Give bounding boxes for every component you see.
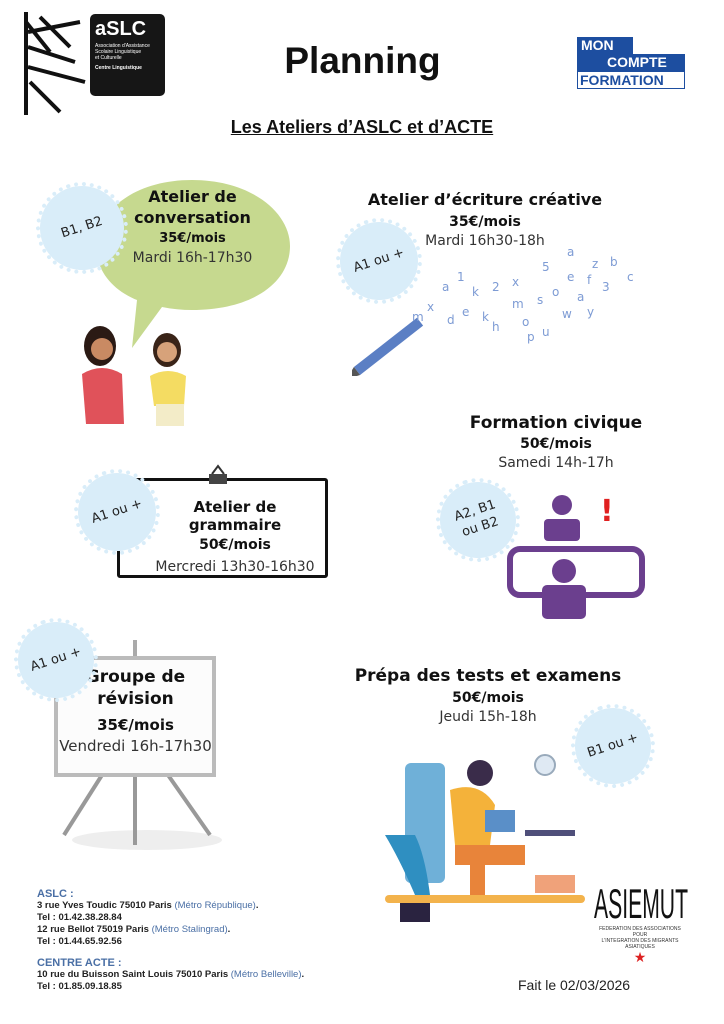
binder-clip-icon — [209, 464, 227, 484]
address: 12 rue Bellot 75019 Paris — [37, 924, 149, 935]
svg-text:h: h — [492, 320, 500, 334]
workshop-schedule: Vendredi 16h-17h30 — [59, 737, 212, 755]
svg-text:m: m — [512, 297, 524, 311]
bamboo-icon — [24, 12, 86, 115]
workshop-price: 35€/mois — [97, 716, 174, 734]
svg-text:a: a — [577, 290, 584, 304]
svg-text:d: d — [447, 313, 455, 327]
workshop-schedule: Mardi 16h-17h30 — [132, 250, 253, 266]
page-title: Planning — [284, 40, 441, 81]
document-date: Fait le 02/03/2026 — [518, 977, 631, 993]
svg-text:!: ! — [600, 494, 614, 529]
asiemut-logo-text: ASIEMUT — [594, 880, 688, 924]
workshop-price: 50€/mois — [520, 436, 592, 452]
svg-text:s: s — [537, 293, 543, 307]
women-talking-illustration — [82, 326, 186, 426]
phone: Tel : 01.44.65.92.56 — [37, 936, 122, 947]
mon-compte-formation-logo: MON COMPTE FORMATION — [577, 37, 685, 91]
level-line: ou B2 — [460, 514, 501, 541]
svg-text:k: k — [472, 285, 479, 299]
aslc-logo-line: Association d'Assistance — [95, 43, 150, 49]
workshop-title: Atelier de grammaire — [188, 498, 282, 534]
svg-text:z: z — [592, 257, 598, 271]
workshop-schedule: Jeudi 15h-18h — [439, 709, 537, 725]
metro: (Métro République) — [174, 900, 256, 911]
easel-illustration — [54, 640, 222, 850]
svg-text:k: k — [482, 310, 489, 324]
svg-text:b: b — [610, 255, 618, 269]
aslc-logo-line: et Culturelle — [95, 55, 122, 61]
aslc-logo-line: Scolaire Linguistique — [95, 49, 142, 55]
workshop-title: Atelier de — [148, 187, 237, 206]
asiemut-logo: FEDERATION DES ASSOCIATIONS POUR L'INTEG… — [585, 926, 695, 964]
svg-text:a: a — [442, 280, 449, 294]
svg-text:5: 5 — [542, 260, 550, 274]
phone: Tel : 01.42.38.28.84 — [37, 912, 122, 923]
svg-text:x: x — [512, 275, 519, 289]
svg-text:3: 3 — [602, 280, 610, 294]
contact-block: ASLC : 3 rue Yves Toudic 75010 Paris (Mé… — [37, 888, 397, 993]
asiemut-line: ASIATIQUES — [625, 944, 655, 950]
asiemut-logo-mark: ASIEMUT — [594, 880, 688, 924]
workshop-schedule: Samedi 14h-17h — [498, 455, 614, 471]
svg-text:o: o — [522, 315, 529, 329]
svg-text:e: e — [567, 270, 574, 284]
workshop-title: Groupe de — [85, 667, 186, 687]
workshop-price: 50€/mois — [199, 537, 271, 553]
svg-text:a: a — [567, 246, 574, 259]
exam-interview-icon: ! — [507, 494, 645, 619]
level-line: A2, B1 — [452, 497, 498, 525]
workshop-title: Prépa des tests et examens — [354, 666, 622, 686]
svg-text:u: u — [542, 325, 550, 339]
svg-text:p: p — [527, 330, 535, 344]
svg-text:2: 2 — [492, 280, 500, 294]
svg-text:c: c — [627, 270, 634, 284]
workshop-price: 35€/mois — [449, 214, 521, 230]
mcf-line: COMPTE — [577, 54, 685, 71]
aslc-logo-line: Centre Linguistique — [95, 65, 142, 71]
svg-text:y: y — [587, 305, 594, 319]
contact-heading: CENTRE ACTE : — [37, 957, 122, 969]
workshop-title: Atelier d’écriture créative — [367, 190, 603, 209]
svg-text:w: w — [562, 307, 572, 321]
svg-text:m: m — [412, 310, 424, 324]
workshop-schedule: Mercredi 13h30-16h30 — [155, 559, 315, 575]
asiemut-line: L'INTEGRATION DES MIGRANTS — [601, 938, 679, 944]
mcf-line: MON — [577, 37, 633, 54]
svg-text:o: o — [552, 285, 559, 299]
contact-heading: ASLC : — [37, 888, 74, 900]
svg-text:1: 1 — [457, 270, 465, 284]
metro: (Métro Stalingrad) — [151, 924, 228, 935]
asiemut-line: POUR — [632, 932, 648, 938]
workshop-title: conversation — [134, 208, 251, 227]
metro: (Métro Belleville) — [230, 969, 302, 980]
star-icon: ★ — [633, 949, 647, 965]
page-subtitle: Les Ateliers d’ASLC et d’ACTE — [230, 117, 494, 137]
mcf-line: FORMATION — [577, 71, 685, 89]
student-studying-illustration — [385, 754, 585, 922]
workshop-title: Formation civique — [469, 413, 643, 433]
workshop-price: 50€/mois — [452, 690, 524, 706]
address: 3 rue Yves Toudic 75010 Paris — [37, 900, 172, 911]
aslc-logo-name: aSLC — [95, 18, 147, 40]
workshop-price: 35€/mois — [159, 231, 226, 246]
speech-bubble — [96, 180, 290, 348]
asiemut-line: FEDERATION DES ASSOCIATIONS — [599, 926, 681, 932]
svg-text:e: e — [462, 305, 469, 319]
svg-text:x: x — [427, 300, 434, 314]
address: 10 rue du Buisson Saint Louis 75010 Pari… — [37, 969, 229, 980]
workshop-title: révision — [97, 689, 174, 709]
phone: Tel : 01.85.09.18.85 — [37, 981, 122, 992]
svg-text:f: f — [587, 273, 592, 287]
aslc-logo: aSLC Association d'Assistance Scolaire L… — [20, 12, 190, 115]
workshop-schedule: Mardi 16h30-18h — [425, 233, 545, 249]
